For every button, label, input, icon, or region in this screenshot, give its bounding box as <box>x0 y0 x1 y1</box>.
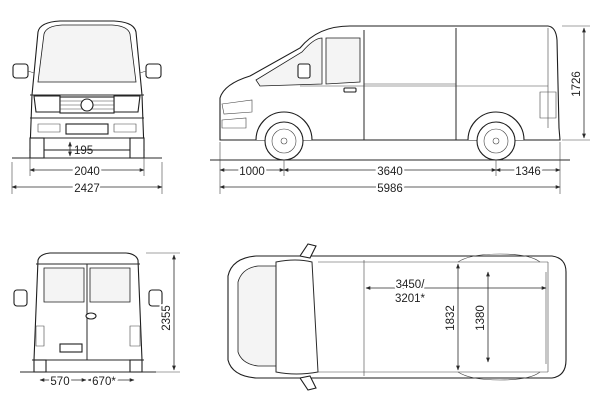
brand-badge-icon <box>80 98 94 112</box>
wheelbase-label: 3640 <box>377 166 403 178</box>
rear-right-window <box>89 267 131 303</box>
overall-length-label: 5986 <box>377 183 403 195</box>
rear-badge-icon <box>85 312 97 320</box>
windscreen <box>255 37 323 87</box>
cargo-width-label: 1832 <box>445 305 457 331</box>
right-headlight-icon <box>113 95 141 113</box>
bonnet-top <box>237 265 277 367</box>
right-mirror-icon <box>145 63 162 79</box>
width-between-arches-label: 1380 <box>475 305 487 331</box>
front-wheel-icon <box>264 121 304 161</box>
rear-overhang-label: 1346 <box>515 166 541 178</box>
rear-left-mirror-icon <box>13 289 28 307</box>
door-handle-icon <box>343 87 357 93</box>
overall-height-label: 2355 <box>161 305 173 331</box>
rear-left-tyre <box>33 359 47 373</box>
rear-right-tyre <box>129 359 143 373</box>
cargo-length-label-line1: 3450/ <box>396 279 426 291</box>
rear-plate <box>59 343 83 353</box>
top-view: 3450/ 3201* 1832 1380 <box>227 243 567 391</box>
overall-width-label: 2427 <box>74 183 100 195</box>
height-label: 1726 <box>571 71 583 97</box>
cargo-length-label-line2: 3201* <box>395 293 426 305</box>
rear-wheel-icon <box>476 121 516 161</box>
front-left-tyre <box>29 137 45 159</box>
rear-view: 2355 570 670* <box>13 252 180 390</box>
front-track-label: 2040 <box>74 166 100 178</box>
top-left-mirror-icon <box>299 243 317 259</box>
front-overhang-label: 1000 <box>239 166 265 178</box>
ground-clearance-label: 195 <box>74 145 93 157</box>
front-right-tyre <box>129 137 145 159</box>
door-width-right-label: 670* <box>92 376 116 388</box>
front-view: 195 2040 2427 <box>11 20 163 197</box>
cab-side-window <box>325 37 361 85</box>
top-right-mirror-icon <box>299 375 317 391</box>
left-mirror-icon <box>12 63 29 79</box>
door-width-left-label: 570 <box>50 376 69 388</box>
rear-left-window <box>43 267 85 303</box>
side-view: 1726 1000 3640 1346 5986 <box>210 25 590 197</box>
side-mirror-icon <box>297 63 311 79</box>
left-headlight-icon <box>33 95 61 113</box>
rear-right-mirror-icon <box>148 289 163 307</box>
front-plate <box>65 123 109 135</box>
